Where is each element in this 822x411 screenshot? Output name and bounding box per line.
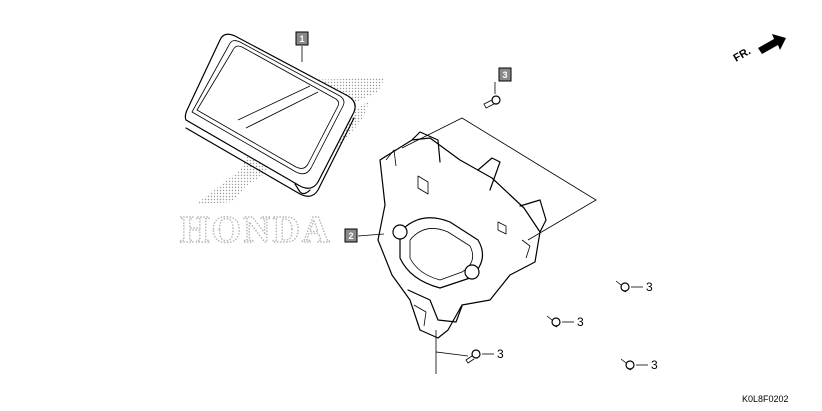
figure-code: K0L8F0202: [742, 394, 789, 404]
screw-top: [483, 95, 501, 109]
screw-mid: 3: [546, 315, 584, 329]
front-direction-indicator: FR.: [732, 34, 786, 65]
callout-1-label: 1: [299, 34, 304, 44]
screw-label-1: 3: [646, 280, 653, 294]
screw-label-4: 3: [651, 358, 658, 372]
leader-lines: [301, 46, 597, 374]
callout-3-label: 3: [502, 70, 507, 80]
callout-2: 2: [344, 228, 358, 243]
front-label: FR.: [732, 45, 753, 64]
screw-label-3: 3: [497, 347, 504, 361]
screw-bottom: 3: [465, 347, 504, 364]
screw-right-2: 3: [620, 358, 658, 372]
meter-bracket: [377, 131, 547, 339]
screw-label-2: 3: [577, 315, 584, 329]
meter-assembly: [184, 33, 356, 197]
front-arrow-icon: [758, 34, 786, 54]
callout-2-label: 2: [348, 231, 353, 241]
callout-3: 3: [498, 67, 512, 82]
screw-right-1: 3: [615, 280, 653, 294]
honda-wordmark-watermark: HONDA: [180, 209, 331, 251]
callout-1: 1: [295, 31, 309, 46]
